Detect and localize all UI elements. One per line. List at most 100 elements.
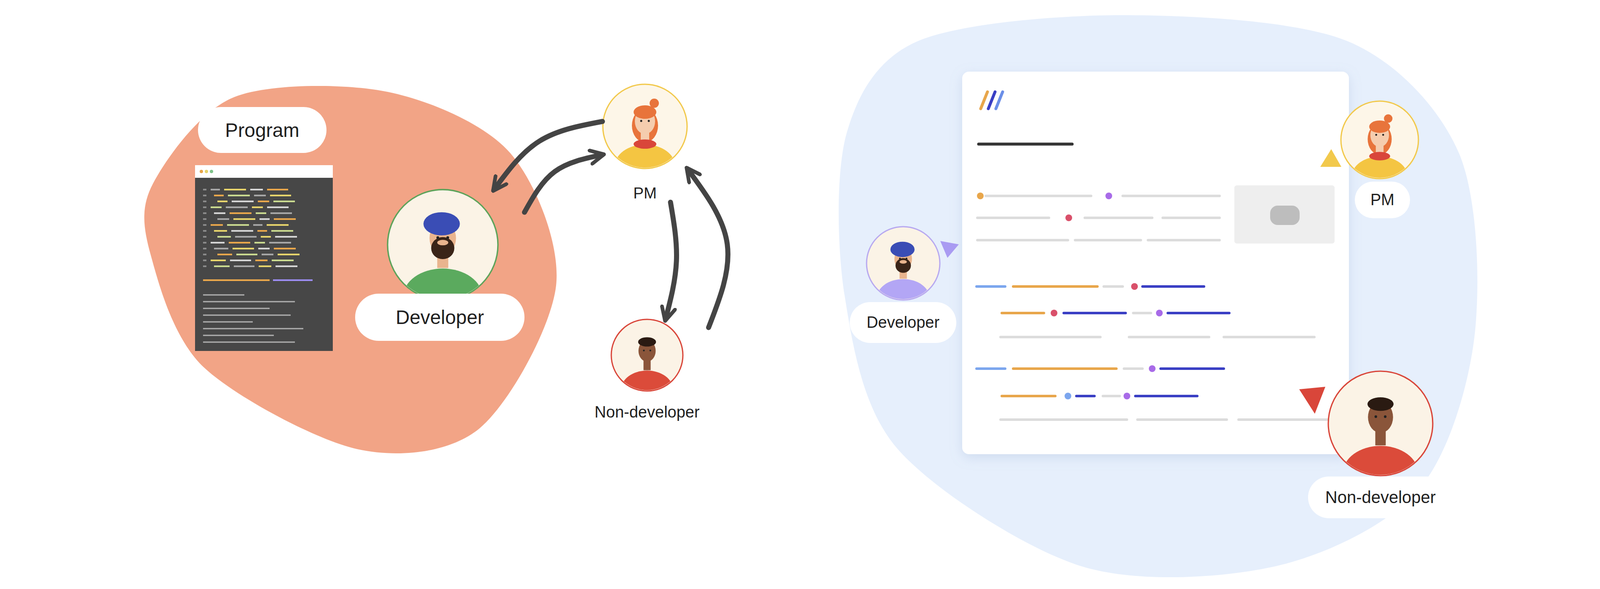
code-stroke <box>255 212 267 215</box>
content-line <box>1001 311 1044 315</box>
code-stroke <box>203 341 295 343</box>
content-line <box>1129 335 1210 339</box>
code-stroke <box>266 224 289 226</box>
code-stroke <box>275 235 297 238</box>
content-line <box>1013 367 1117 370</box>
code-stroke <box>203 259 207 262</box>
code-stroke <box>203 235 207 238</box>
content-line <box>1160 367 1224 370</box>
code-stroke <box>271 259 294 262</box>
content-line <box>976 367 1006 370</box>
code-stroke <box>233 218 256 220</box>
code-stroke <box>267 206 289 209</box>
flow-arrow <box>524 154 603 213</box>
eye <box>647 120 651 123</box>
content-line <box>1122 194 1220 198</box>
content-line <box>1076 394 1095 398</box>
eye <box>1383 415 1387 418</box>
code-lines <box>203 189 304 343</box>
code-stroke <box>203 301 295 303</box>
code-stroke <box>230 259 252 262</box>
shirt <box>621 370 673 408</box>
avatar-figure <box>614 98 676 189</box>
code-stroke <box>203 188 207 191</box>
content-dot <box>1148 365 1156 372</box>
window-dot <box>209 169 214 174</box>
content-line <box>1147 238 1220 242</box>
code-stroke <box>217 218 230 220</box>
shirt <box>614 144 676 189</box>
code-stroke <box>227 194 250 197</box>
code-stroke <box>254 241 265 244</box>
code-stroke <box>260 235 271 238</box>
shared-region <box>838 15 1478 578</box>
logo-stroke <box>980 91 988 109</box>
avatar <box>611 319 683 408</box>
pointer-triangle <box>940 240 959 258</box>
code-stroke <box>203 307 270 310</box>
code-stroke <box>224 188 247 191</box>
window-bar <box>195 165 333 178</box>
code-stroke <box>203 334 274 337</box>
code-stroke <box>273 247 296 250</box>
code-stroke <box>210 188 220 191</box>
code-stroke <box>225 206 248 209</box>
mouth-area <box>899 259 907 264</box>
eye <box>446 236 450 240</box>
content-dot <box>1050 309 1058 317</box>
code-stroke <box>257 230 268 232</box>
node-label: Developer <box>866 313 940 332</box>
code-window <box>195 165 333 351</box>
content-line <box>1084 216 1153 220</box>
eye <box>436 236 440 240</box>
code-stroke <box>210 206 222 209</box>
code-stroke <box>250 188 263 191</box>
logo-stroke <box>995 91 1003 109</box>
code-stroke <box>214 247 229 250</box>
node-label: Developer <box>355 293 525 341</box>
content-dot <box>976 192 984 200</box>
beard <box>895 258 912 273</box>
code-stroke <box>210 259 226 262</box>
eye <box>1374 415 1378 418</box>
content-line <box>1142 285 1205 288</box>
beard <box>430 237 455 260</box>
pointer-triangle <box>1320 149 1342 167</box>
content-line <box>1123 367 1143 370</box>
node-label: Program <box>224 118 300 142</box>
beanie <box>423 212 460 236</box>
code-stroke <box>203 218 207 220</box>
content-line <box>1137 418 1227 421</box>
content-line <box>1000 418 1127 421</box>
avatar <box>602 84 688 189</box>
image-icon <box>1270 205 1300 225</box>
code-stroke <box>251 206 263 209</box>
window-dot <box>199 169 204 174</box>
code-stroke <box>203 212 207 215</box>
code-stroke <box>203 241 207 244</box>
code-stroke <box>271 230 294 232</box>
logo-stroke <box>988 91 996 109</box>
code-stroke <box>258 247 270 250</box>
code-stroke <box>214 230 228 232</box>
title-line <box>978 142 1073 146</box>
node-label: Non-developer <box>1325 487 1436 507</box>
person-label: Developer <box>849 302 957 343</box>
content-line <box>1001 394 1056 398</box>
hair-bun <box>649 98 659 108</box>
code-stroke <box>273 218 296 220</box>
node-label: PM <box>1370 190 1395 209</box>
code-stroke <box>214 194 224 197</box>
person-name: PM <box>630 184 660 203</box>
content-line <box>1133 311 1151 315</box>
content-dot <box>1105 192 1113 200</box>
code-stroke <box>203 328 304 330</box>
content-line <box>1102 394 1120 398</box>
hair <box>1367 397 1394 411</box>
person-node: Developer <box>355 189 525 341</box>
content-line <box>1167 311 1230 315</box>
eye <box>898 257 901 260</box>
code-stroke <box>203 230 207 232</box>
code-stroke <box>227 224 249 226</box>
code-stroke <box>214 212 226 215</box>
